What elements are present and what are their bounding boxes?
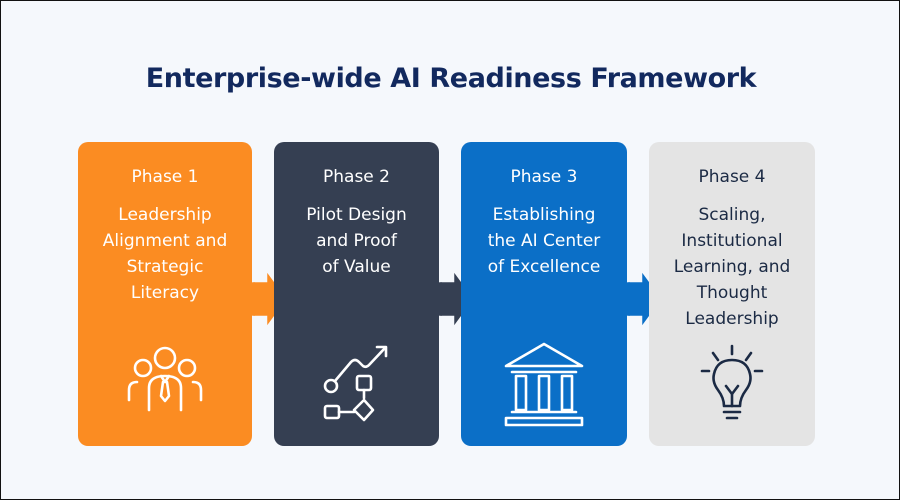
desc-line: Alignment and	[102, 231, 228, 251]
desc-line: Strategic	[126, 257, 204, 277]
phase-description: Establishing the AI Center of Excellence	[467, 202, 621, 280]
phase-card-3: Phase 3 Establishing the AI Center of Ex…	[461, 142, 627, 446]
phase-label: Phase 4	[698, 167, 766, 187]
phase-card-1: Phase 1 Leadership Alignment and Strateg…	[78, 142, 252, 446]
phase-description: Leadership Alignment and Strategic Liter…	[84, 202, 246, 306]
team-leader-icon	[127, 346, 203, 412]
desc-line: Scaling,	[698, 205, 766, 225]
diagram-title: Enterprise-wide AI Readiness Framework	[145, 63, 757, 94]
phase-description: Scaling, Institutional Learning, and Tho…	[655, 202, 809, 332]
desc-line: Learning, and	[673, 257, 791, 277]
phase-description: Pilot Design and Proof of Value	[280, 202, 433, 280]
desc-line: of Excellence	[487, 257, 601, 277]
desc-line: Literacy	[130, 283, 200, 303]
desc-line: of Value	[322, 257, 391, 277]
desc-line: Thought	[696, 283, 768, 303]
desc-line: Leadership	[118, 205, 212, 225]
phase-label: Phase 1	[131, 167, 199, 187]
phase-label: Phase 3	[510, 167, 578, 187]
phase-label: Phase 2	[323, 167, 390, 187]
desc-line: Establishing	[492, 205, 596, 225]
desc-line: Leadership	[685, 309, 779, 329]
institution-building-icon	[504, 342, 584, 427]
phase-card-2: Phase 2 Pilot Design and Proof of Value	[274, 142, 439, 446]
desc-line: and Proof	[316, 231, 397, 251]
desc-line: the AI Center	[487, 231, 601, 251]
phase-card-4: Phase 4 Scaling, Institutional Learning,…	[649, 142, 815, 446]
desc-line: Institutional	[681, 231, 783, 251]
growth-flowchart-icon	[323, 345, 387, 422]
lightbulb-icon	[700, 344, 764, 420]
desc-line: Pilot Design	[306, 205, 407, 225]
